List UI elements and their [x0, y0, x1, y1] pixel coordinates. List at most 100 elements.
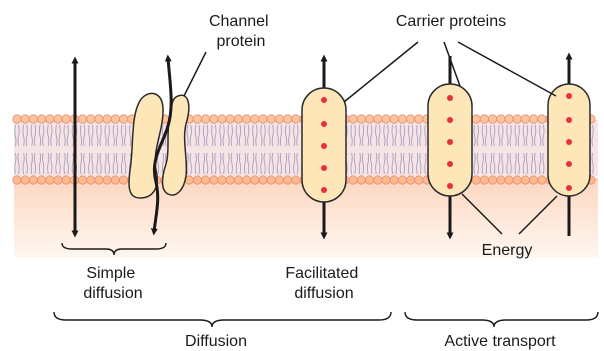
lipid-head [46, 115, 54, 123]
lipid-head [87, 176, 95, 184]
lipid-head [365, 115, 373, 123]
lipid-head [210, 115, 218, 123]
lipid-head [357, 115, 365, 123]
carrier-pointer-line [444, 42, 460, 86]
lipid-head [218, 176, 226, 184]
lipid-head [275, 115, 283, 123]
lipid-head [46, 176, 54, 184]
lipid-head [226, 176, 234, 184]
lipid-head [472, 115, 480, 123]
lipid-head [497, 115, 505, 123]
lipid-head [21, 115, 29, 123]
lipid-head [513, 176, 521, 184]
lipid-head [480, 115, 488, 123]
lipid-head [390, 115, 398, 123]
lipid-head [13, 176, 21, 184]
lipid-head [111, 176, 119, 184]
lipid-head [406, 176, 414, 184]
lipid-head [95, 176, 103, 184]
lipid-head [365, 176, 373, 184]
lipid-head [87, 115, 95, 123]
lipid-head [267, 115, 275, 123]
carrier-dot [321, 143, 327, 149]
lipid-head [95, 115, 103, 123]
lipid-head [242, 176, 250, 184]
lipid-head [374, 176, 382, 184]
lipid-head [234, 115, 242, 123]
carrier-dot [566, 185, 572, 191]
lipid-head [538, 176, 546, 184]
lipid-head [488, 115, 496, 123]
lipid-head [292, 115, 300, 123]
lipid-head [62, 176, 70, 184]
lipid-head [472, 176, 480, 184]
lipid-head [390, 176, 398, 184]
lipid-head [54, 115, 62, 123]
lipid-head [78, 176, 86, 184]
carrier-dot [321, 121, 327, 127]
lipid-head [251, 176, 259, 184]
carrier-pointer-line [458, 42, 556, 96]
lipid-head [505, 115, 513, 123]
lipid-head [234, 176, 242, 184]
lipid-head [111, 115, 119, 123]
lipid-head [513, 115, 521, 123]
lipid-head [406, 115, 414, 123]
carrier-dot [447, 95, 453, 101]
carrier-dot [566, 139, 572, 145]
channel-protein-label: Channel protein [209, 13, 273, 50]
lipid-head [29, 176, 37, 184]
carrier-dot [566, 93, 572, 99]
facilitated-diffusion-label-line2: diffusion [294, 285, 353, 302]
carrier-dot [447, 161, 453, 167]
diffusion-label: Diffusion [185, 333, 247, 350]
lipid-head [62, 115, 70, 123]
diffusion-brace [54, 312, 391, 327]
lipid-head [78, 115, 86, 123]
lipid-head [37, 115, 45, 123]
lipid-head [357, 176, 365, 184]
lipid-head [259, 176, 267, 184]
carrier-dot [447, 139, 453, 145]
carrier-dot [447, 183, 453, 189]
lipid-head [480, 176, 488, 184]
lipid-head [398, 115, 406, 123]
lipid-head [521, 176, 529, 184]
lipid-head [267, 176, 275, 184]
carrier-dot [566, 117, 572, 123]
lipid-head [259, 115, 267, 123]
lipid-head [201, 115, 209, 123]
lipid-head [521, 115, 529, 123]
lipid-head [529, 115, 537, 123]
carrier-dot [566, 161, 572, 167]
simple-diffusion-label-line2: diffusion [83, 285, 142, 302]
lipid-head [226, 115, 234, 123]
channel-protein-label-line2: protein [217, 33, 266, 50]
lipid-head [29, 115, 37, 123]
carrier-dot [321, 97, 327, 103]
lipid-head [54, 176, 62, 184]
carrier-pointer-line [344, 42, 418, 102]
facilitated-diffusion-label-line1: Facilitated [285, 265, 358, 282]
lipid-head [37, 176, 45, 184]
carrier-dot [321, 165, 327, 171]
channel-protein-pointer [184, 52, 206, 96]
lipid-head [275, 176, 283, 184]
lipid-head [382, 176, 390, 184]
lipid-head [283, 176, 291, 184]
lipid-head [398, 176, 406, 184]
lipid-head [538, 115, 546, 123]
lipid-head [283, 115, 291, 123]
lipid-head [13, 115, 21, 123]
lipid-head [415, 115, 423, 123]
lipid-head [292, 176, 300, 184]
lipid-head [242, 115, 250, 123]
lipid-head [349, 115, 357, 123]
lipid-head [210, 176, 218, 184]
lipid-head [251, 115, 259, 123]
lipid-head [374, 115, 382, 123]
lipid-head [193, 115, 201, 123]
lipid-head [488, 176, 496, 184]
active-transport-label: Active transport [444, 333, 556, 350]
